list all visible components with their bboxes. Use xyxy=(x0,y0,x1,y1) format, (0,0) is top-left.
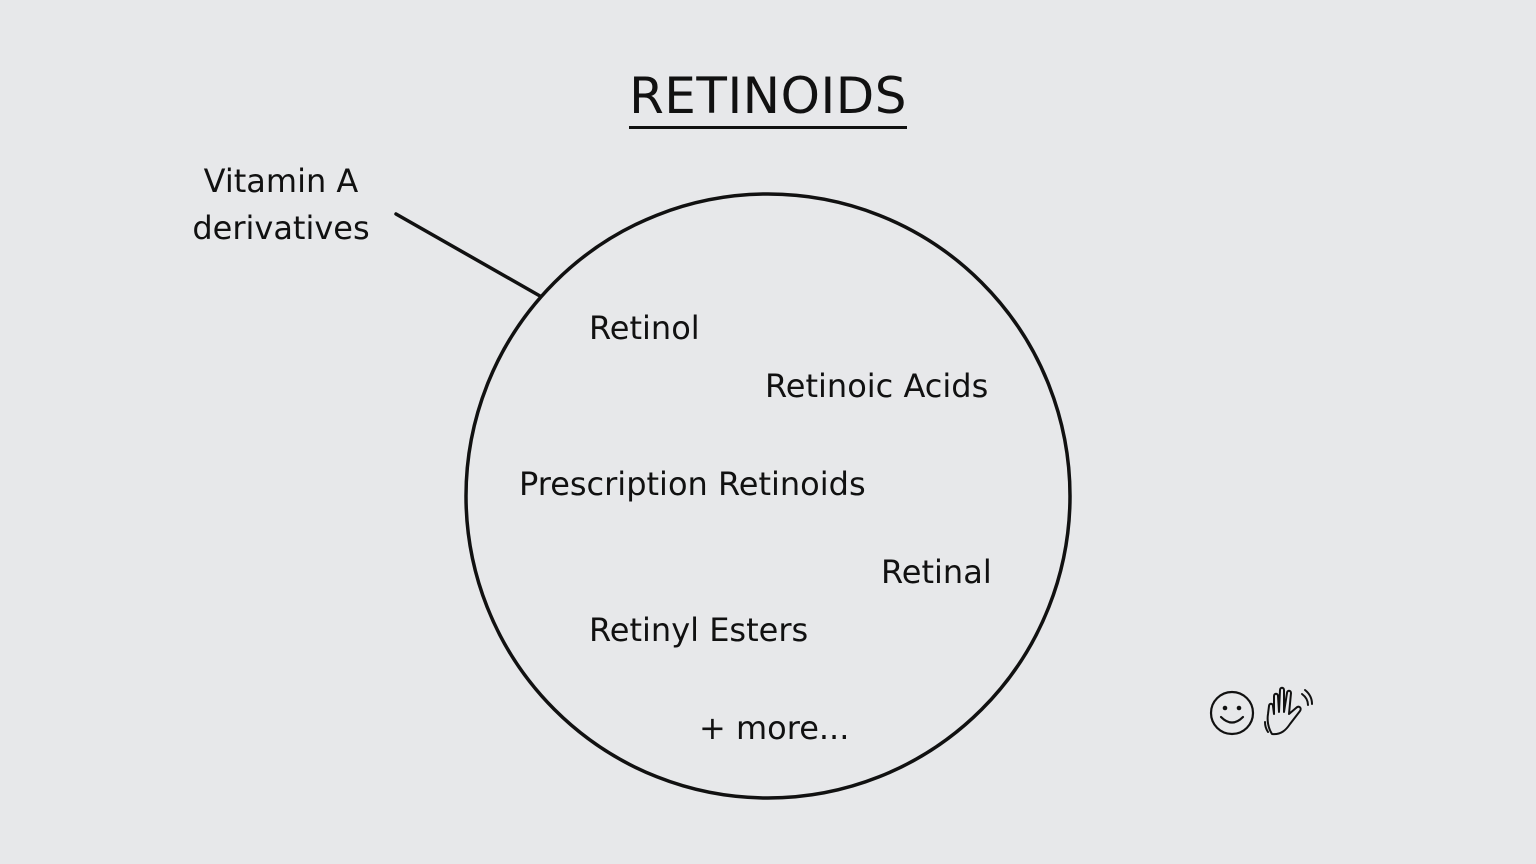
item-retinyl-esters: Retinyl Esters xyxy=(589,611,809,649)
callout-line-2: derivatives xyxy=(192,209,370,247)
callout-line-1: Vitamin A xyxy=(203,162,359,200)
item-retinol: Retinol xyxy=(589,309,700,347)
title-text: RETINOIDS xyxy=(629,67,907,129)
item-prescription-retinoids: Prescription Retinoids xyxy=(519,465,866,503)
retinoids-circle xyxy=(464,192,1072,800)
callout-connector-line xyxy=(394,212,542,298)
smiley-face-icon xyxy=(1209,690,1255,736)
item-retinal: Retinal xyxy=(881,553,992,591)
callout-label: Vitamin A derivatives xyxy=(180,158,382,252)
waving-hand-icon xyxy=(1264,686,1313,736)
item-more: + more... xyxy=(699,709,850,747)
item-retinoic-acids: Retinoic Acids xyxy=(765,367,989,405)
slide-title: RETINOIDS xyxy=(0,66,1536,129)
